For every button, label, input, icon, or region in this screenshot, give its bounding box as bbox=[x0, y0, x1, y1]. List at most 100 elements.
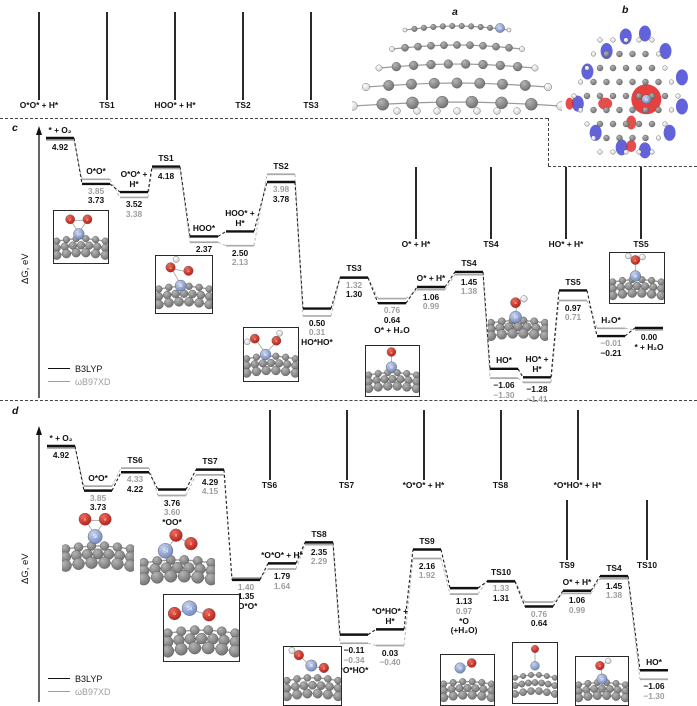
svg-text:o: o bbox=[599, 664, 601, 668]
molecule-inset-d: o Si o bbox=[163, 594, 240, 662]
structure-cell: 1.462.602.601.11 HOO* + H* bbox=[143, 12, 207, 110]
svg-text:Si: Si bbox=[187, 606, 192, 612]
separator-top bbox=[0, 118, 548, 119]
structure-label: TS4 bbox=[483, 239, 499, 249]
structure-cell: 1.551.32 TS8 bbox=[464, 410, 537, 490]
y-axis-label-c: ΔG, eV bbox=[20, 253, 31, 284]
structure-label: *O*O* + H* bbox=[402, 480, 445, 490]
svg-text:o: o bbox=[635, 258, 637, 262]
structure-label: *O*HO* + H* bbox=[553, 480, 602, 490]
legend-swatch-gray bbox=[48, 691, 70, 692]
y-axis-label-d: ΔG, eV bbox=[20, 553, 31, 584]
svg-text:Si: Si bbox=[458, 666, 462, 671]
svg-text:o: o bbox=[173, 611, 176, 616]
structure-cell: 2.062.091.941.13 TS2 bbox=[211, 12, 275, 110]
svg-text:Si: Si bbox=[309, 663, 313, 668]
legend-item-b3lyp: B3LYP bbox=[48, 672, 111, 685]
legend-swatch-gray bbox=[48, 381, 70, 382]
svg-text:o: o bbox=[84, 517, 87, 522]
structure-label: TS1 bbox=[99, 100, 115, 110]
structure-label: TS8 bbox=[492, 480, 509, 490]
svg-text:o: o bbox=[104, 517, 107, 522]
separator-top-right bbox=[548, 166, 697, 167]
legend-item-b3lyp: B3LYP bbox=[48, 362, 111, 375]
legend-label: B3LYP bbox=[75, 673, 103, 684]
svg-text:o: o bbox=[208, 612, 211, 617]
svg-text:o: o bbox=[170, 266, 172, 270]
svg-text:Si: Si bbox=[179, 283, 183, 288]
svg-text:Si: Si bbox=[163, 548, 168, 554]
svg-text:o: o bbox=[69, 218, 71, 222]
structure-label: TS5 bbox=[633, 239, 649, 249]
structure-label: TS10 bbox=[636, 560, 658, 570]
structure-label: TS9 bbox=[559, 560, 575, 570]
legend-label: ωB97XD bbox=[75, 376, 111, 387]
legend-c: B3LYP ωB97XD bbox=[48, 362, 111, 388]
structure-cell: 2.77 *O*O* + H* bbox=[387, 410, 460, 490]
structure-cell: 1.221.811.59 TS9 bbox=[530, 500, 604, 570]
panel-a-structure: Si bbox=[352, 12, 562, 116]
svg-text:Si: Si bbox=[390, 365, 394, 370]
panel-d-structure-row-2: 1.221.811.59 TS9 1.621.941.78 TS10 bbox=[530, 500, 684, 570]
svg-text:Si: Si bbox=[264, 352, 268, 357]
structure-cell: 1.972.161.361.91 TS7 bbox=[310, 410, 383, 490]
svg-text:Si: Si bbox=[514, 315, 518, 320]
svg-text:o: o bbox=[175, 533, 178, 538]
svg-text:o: o bbox=[298, 654, 300, 658]
panel-letter-d: d bbox=[12, 405, 19, 417]
legend-item-wb97xd: ωB97XD bbox=[48, 375, 111, 388]
panel-letter-c: c bbox=[12, 122, 18, 134]
svg-text:o: o bbox=[471, 661, 473, 665]
legend-swatch-black bbox=[48, 368, 70, 369]
legend-item-wb97xd: ωB97XD bbox=[48, 685, 111, 698]
structure-cell: 1.211.57 TS5 bbox=[605, 167, 677, 249]
svg-text:Si: Si bbox=[600, 677, 604, 682]
structure-label: TS7 bbox=[338, 480, 355, 490]
structure-cell: 1.411.461.26 TS1 bbox=[75, 12, 139, 110]
structure-label: HO* + H* bbox=[548, 239, 584, 249]
molecule-inset-d bbox=[512, 642, 558, 704]
structure-cell: 1.341.132.551.62 TS3 bbox=[279, 12, 343, 110]
panel-c-structure-row: 1.57 O* + H* 1.601.601.28 TS4 2.66 HO* +… bbox=[380, 167, 677, 249]
structure-label: O*O* + H* bbox=[19, 100, 59, 110]
structure-cell: 1.621.941.78 TS10 bbox=[610, 500, 684, 570]
svg-text:o: o bbox=[188, 269, 190, 273]
structure-cell: 1.57 O* + H* bbox=[380, 167, 452, 249]
structure-label: TS6 bbox=[261, 480, 278, 490]
legend-label: B3LYP bbox=[75, 363, 103, 374]
svg-text:Si: Si bbox=[634, 274, 638, 279]
svg-text:Si: Si bbox=[645, 98, 648, 102]
svg-text:o: o bbox=[190, 541, 193, 546]
panel-letter-b: b bbox=[622, 4, 629, 16]
svg-text:o: o bbox=[515, 301, 517, 305]
structure-label: O* + H* bbox=[401, 239, 431, 249]
svg-text:Si: Si bbox=[93, 534, 98, 540]
svg-text:Si: Si bbox=[498, 27, 501, 31]
svg-text:o: o bbox=[254, 337, 256, 341]
structure-label: TS2 bbox=[235, 100, 251, 110]
svg-text:Si: Si bbox=[77, 231, 81, 236]
separator-mid bbox=[0, 400, 697, 401]
svg-text:o: o bbox=[323, 666, 325, 670]
panel-d-structure-row-1: 1.522.072.05 TS6 1.972.161.361.91 TS7 2.… bbox=[233, 410, 614, 490]
structure-cell: 2.64 *O*HO* + H* bbox=[541, 410, 614, 490]
legend-swatch-black bbox=[48, 678, 70, 679]
svg-text:o: o bbox=[87, 218, 89, 222]
panel-b-spin-density: Si bbox=[560, 16, 697, 162]
panel-letter-a: a bbox=[452, 6, 458, 18]
structure-cell: 1.342.701.10 O*O* + H* bbox=[7, 12, 71, 110]
structure-cell: 2.66 HO* + H* bbox=[530, 167, 602, 249]
structure-label: TS3 bbox=[303, 100, 319, 110]
legend-d: B3LYP ωB97XD bbox=[48, 672, 111, 698]
